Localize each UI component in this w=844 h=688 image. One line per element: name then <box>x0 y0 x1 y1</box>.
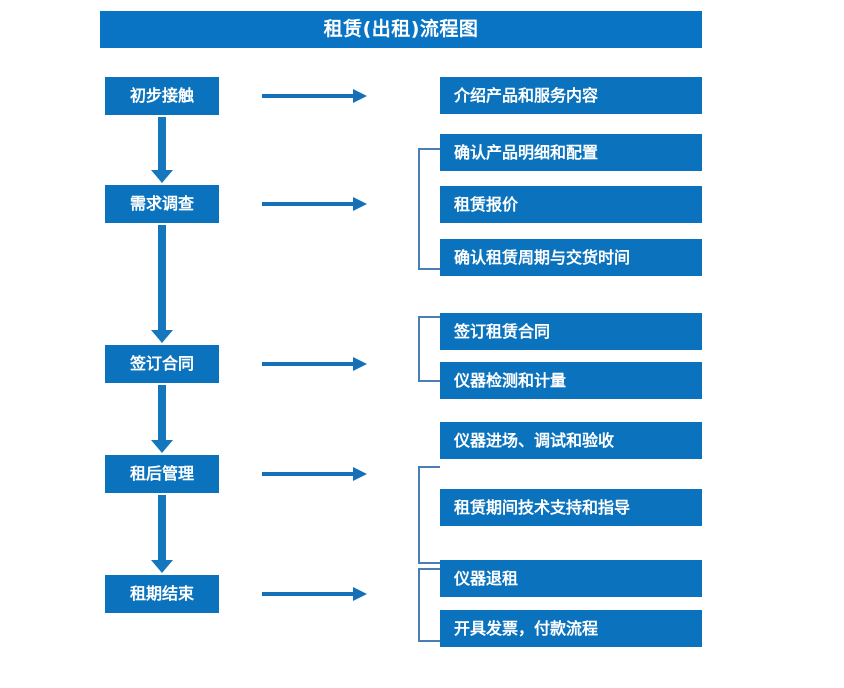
down-arrow-icon <box>151 385 173 453</box>
group-bracket-icon <box>418 466 440 564</box>
right-arrow-icon <box>262 587 367 601</box>
detail-box-instrument-inspection[interactable]: 仪器检测和计量 <box>440 362 702 399</box>
stage-label: 初步接触 <box>129 86 194 105</box>
detail-label: 租赁报价 <box>454 194 519 214</box>
down-arrow-icon <box>151 225 173 343</box>
detail-box-confirm-product-spec[interactable]: 确认产品明细和配置 <box>440 134 702 171</box>
detail-label: 开具发票，付款流程 <box>454 618 599 638</box>
stage-box-rental-end[interactable]: 租期结束 <box>105 575 219 613</box>
detail-box-rental-quote[interactable]: 租赁报价 <box>440 186 702 223</box>
stage-box-post-rental-management[interactable]: 租后管理 <box>105 455 219 493</box>
detail-label: 仪器退租 <box>454 568 519 588</box>
group-bracket-icon <box>418 568 440 642</box>
detail-label: 确认租赁周期与交货时间 <box>454 247 631 267</box>
stage-box-sign-contract[interactable]: 签订合同 <box>105 345 219 383</box>
right-arrow-icon <box>262 197 367 211</box>
detail-label: 确认产品明细和配置 <box>454 142 599 162</box>
down-arrow-icon <box>151 495 173 573</box>
stage-label: 租后管理 <box>129 464 194 483</box>
detail-label: 租赁期间技术支持和指导 <box>454 497 631 517</box>
detail-box-instrument-return[interactable]: 仪器退租 <box>440 560 702 597</box>
detail-label: 仪器进场、调试和验收 <box>454 430 615 450</box>
right-arrow-icon <box>262 89 367 103</box>
detail-box-confirm-period-delivery[interactable]: 确认租赁周期与交货时间 <box>440 239 702 276</box>
group-bracket-icon <box>418 148 440 270</box>
stage-label: 签订合同 <box>129 354 194 373</box>
stage-box-initial-contact[interactable]: 初步接触 <box>105 77 219 115</box>
detail-label: 签订租赁合同 <box>454 321 551 341</box>
chart-title-bar: 租赁(出租)流程图 <box>100 11 702 48</box>
down-arrow-icon <box>151 117 173 183</box>
right-arrow-icon <box>262 357 367 371</box>
detail-box-sign-rental-contract[interactable]: 签订租赁合同 <box>440 313 702 350</box>
chart-title-text: 租赁(出租)流程图 <box>323 18 479 40</box>
detail-label: 仪器检测和计量 <box>454 370 567 390</box>
stage-label: 需求调查 <box>129 194 194 213</box>
stage-box-needs-survey[interactable]: 需求调查 <box>105 185 219 223</box>
stage-label: 租期结束 <box>129 584 194 603</box>
detail-label: 介绍产品和服务内容 <box>454 85 599 105</box>
detail-box-invoice-payment[interactable]: 开具发票，付款流程 <box>440 610 702 647</box>
detail-box-instrument-onsite-commissioning[interactable]: 仪器进场、调试和验收 <box>440 422 702 459</box>
detail-box-technical-support[interactable]: 租赁期间技术支持和指导 <box>440 489 702 526</box>
right-arrow-icon <box>262 467 367 481</box>
group-bracket-icon <box>418 316 440 382</box>
detail-box-introduce-products[interactable]: 介绍产品和服务内容 <box>440 77 702 114</box>
